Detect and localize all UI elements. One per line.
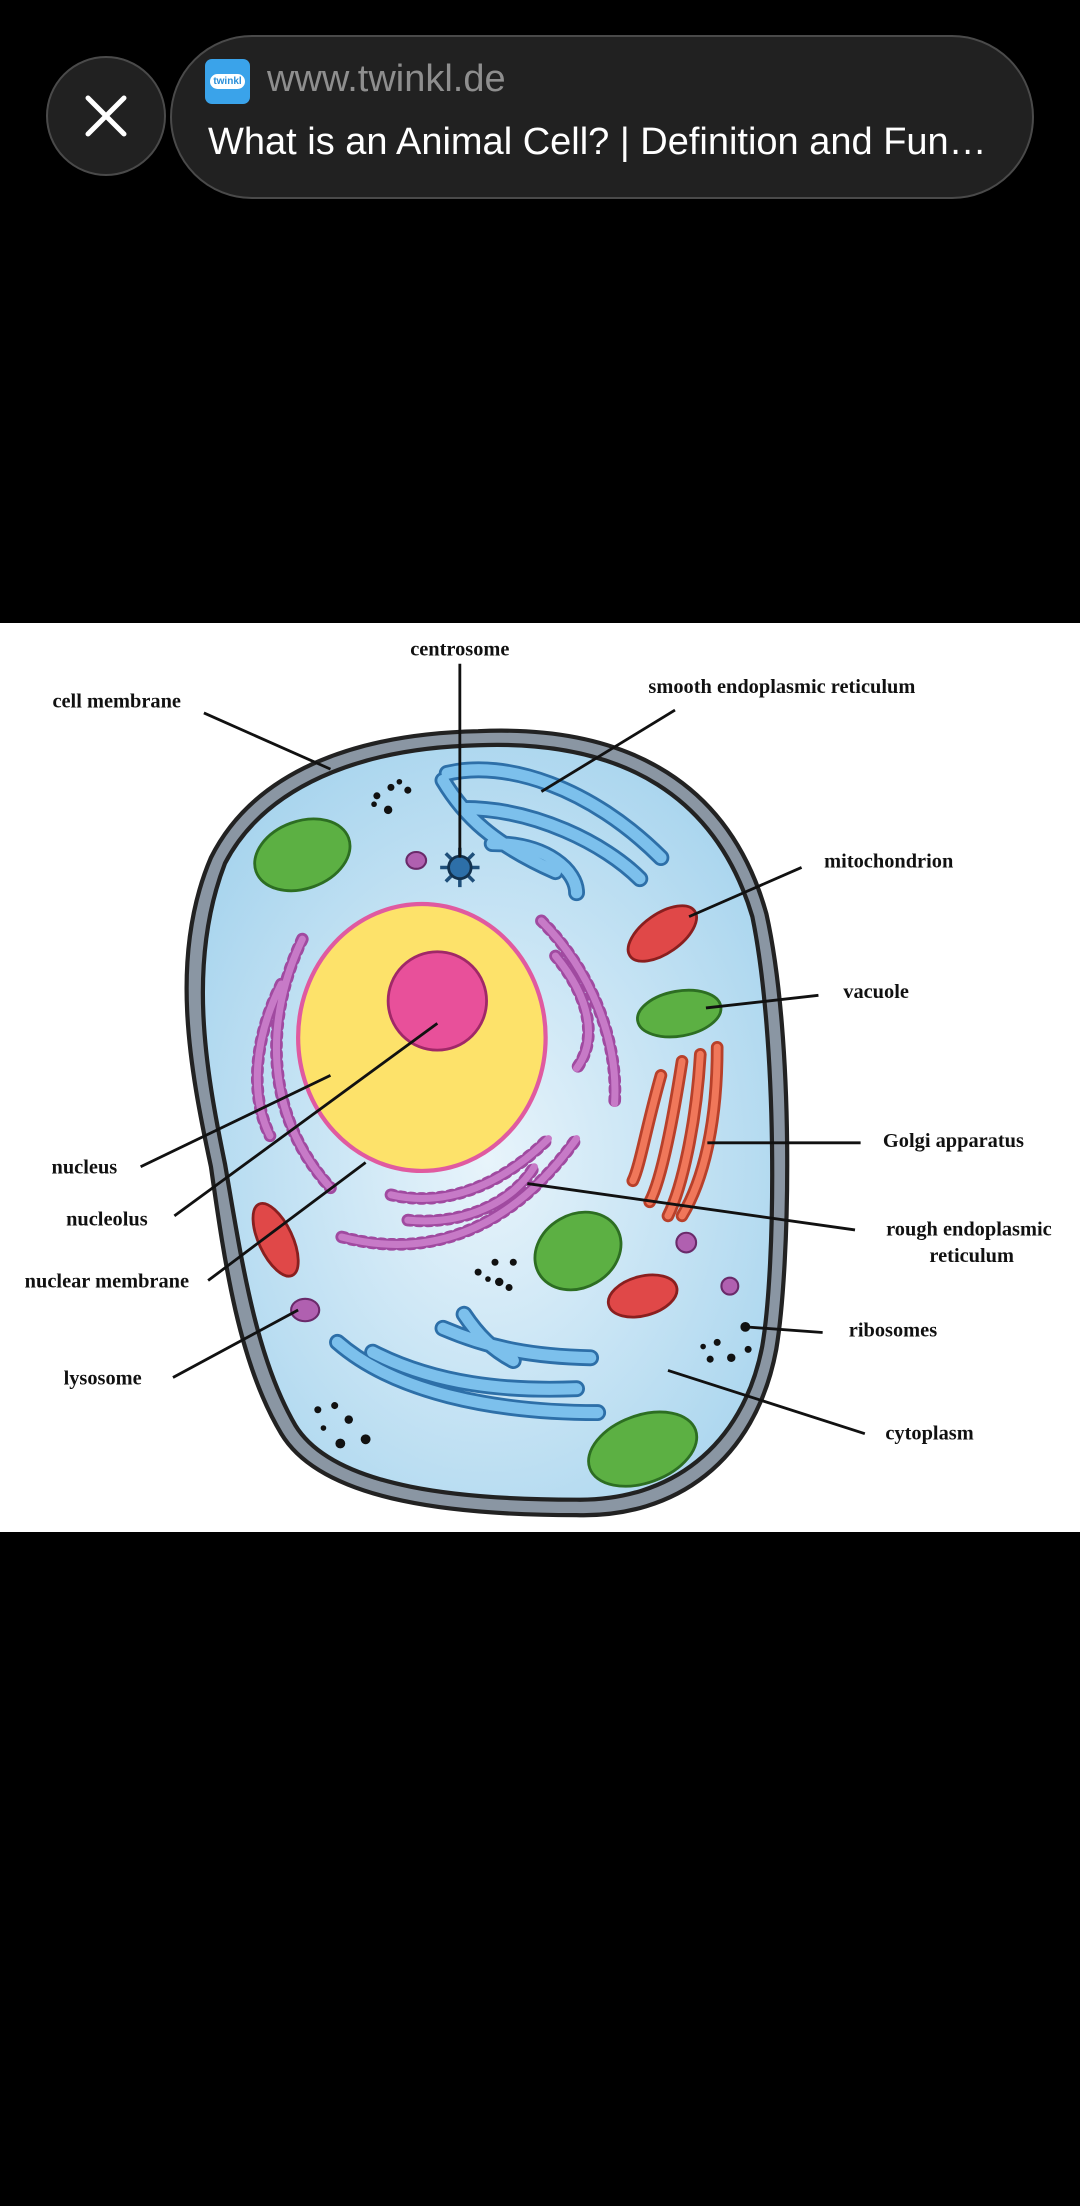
page-title: What is an Animal Cell? | Definition and… xyxy=(208,121,987,163)
mitochondria xyxy=(251,904,698,1319)
close-icon xyxy=(85,95,127,137)
lysosomes xyxy=(290,850,740,1323)
page-info-bar[interactable]: twinkl www.twinkl.de What is an Animal C… xyxy=(170,35,1034,199)
label-mitochondrion: mitochondrion xyxy=(824,850,954,872)
label-golgi: Golgi apparatus xyxy=(883,1130,1024,1152)
label-rough-er-2: reticulum xyxy=(929,1245,1014,1267)
label-cytoplasm: cytoplasm xyxy=(885,1422,973,1444)
page-url: www.twinkl.de xyxy=(267,58,506,100)
label-rough-er: rough endoplasmic xyxy=(886,1219,1052,1241)
label-nuclear-membrane: nuclear membrane xyxy=(25,1271,189,1293)
nucleus xyxy=(296,901,548,1174)
label-nucleolus: nucleolus xyxy=(66,1209,148,1231)
leader-lines xyxy=(140,663,866,1435)
label-cell-membrane: cell membrane xyxy=(52,690,180,712)
label-nucleus: nucleus xyxy=(52,1157,118,1179)
label-smooth-er: smooth endoplasmic reticulum xyxy=(648,676,915,698)
labels: centrosome cell membrane smooth endoplas… xyxy=(25,638,1052,1444)
ribosomes xyxy=(314,778,752,1449)
animal-cell-diagram[interactable]: centrosome cell membrane smooth endoplas… xyxy=(0,623,1080,1532)
vacuoles xyxy=(253,817,723,1488)
label-vacuole: vacuole xyxy=(843,981,909,1003)
label-ribosomes: ribosomes xyxy=(849,1320,937,1342)
label-lysosome: lysosome xyxy=(64,1367,142,1389)
cell-diagram-svg: centrosome cell membrane smooth endoplas… xyxy=(25,638,1052,1518)
nucleolus xyxy=(386,950,488,1052)
label-centrosome: centrosome xyxy=(410,638,509,660)
close-button[interactable] xyxy=(46,56,166,176)
twinkl-favicon-icon: twinkl xyxy=(205,59,250,104)
